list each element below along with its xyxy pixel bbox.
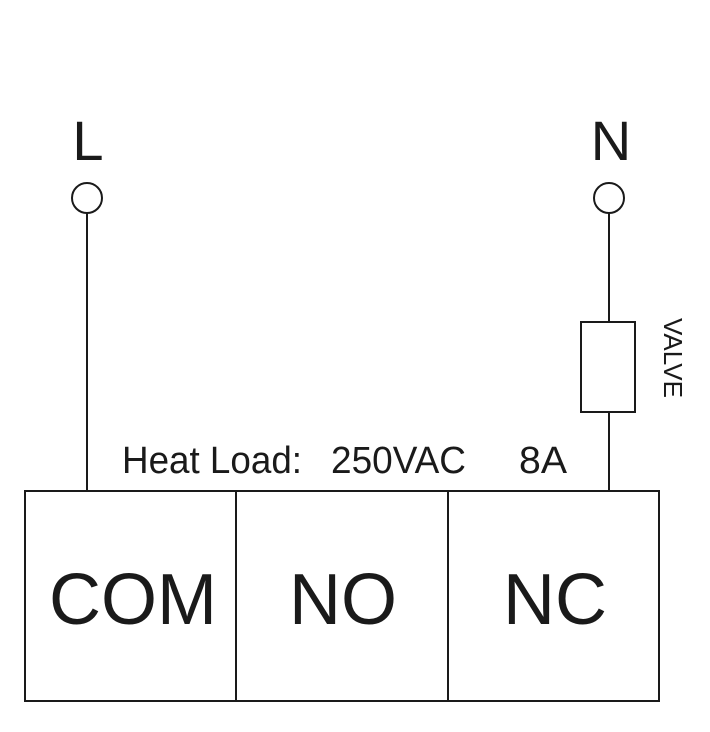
terminal-com-label: COM [49, 560, 217, 640]
line-label: L [72, 109, 103, 172]
neutral-label: N [591, 109, 631, 172]
voltage-rating: 250VAC [331, 440, 466, 482]
terminal-nc-label: NC [503, 560, 607, 640]
valve-label: VALVE [658, 318, 688, 398]
line-connection-point [71, 182, 103, 214]
valve-symbol [580, 321, 636, 413]
neutral-connection-point [593, 182, 625, 214]
heat-load-label: Heat Load: [122, 440, 302, 482]
terminal-block [24, 490, 660, 702]
current-rating: 8A [519, 440, 568, 482]
terminal-no-label: NO [289, 560, 397, 640]
